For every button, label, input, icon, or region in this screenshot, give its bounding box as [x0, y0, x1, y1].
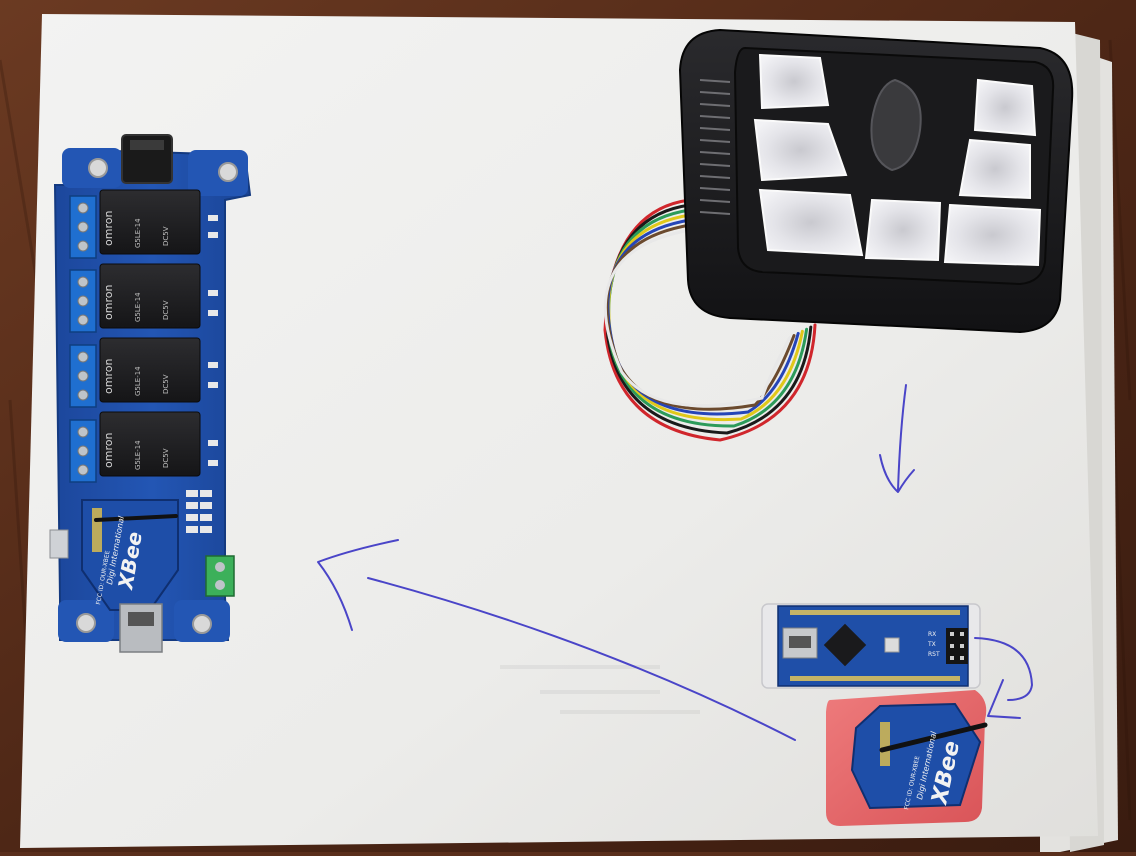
relay-4 — [99, 411, 201, 477]
remote-control — [603, 28, 1074, 442]
arrow-down-line — [897, 384, 907, 491]
remote-wires — [603, 198, 817, 442]
side-switch — [49, 529, 69, 559]
remote-logo-icon — [870, 78, 922, 172]
dc-jack-top — [130, 140, 164, 150]
icsp-header — [946, 628, 968, 664]
mini-usb-opening — [128, 612, 154, 626]
paper-ghost-text — [500, 665, 700, 714]
arrow-loop — [974, 637, 1033, 701]
screw-terminals — [69, 195, 97, 483]
relay-voltage-text: DC5V — [162, 300, 170, 320]
arduino-pins — [790, 610, 960, 681]
relay-voltage-text: DC5V — [162, 374, 170, 394]
remote-button[interactable] — [943, 203, 1042, 267]
relay-brand-text: omron — [102, 433, 115, 468]
relay-3 — [99, 337, 201, 403]
relay-brand-text: omron — [102, 359, 115, 394]
mount-hole-icon — [218, 162, 238, 182]
arrow-loop-head — [987, 679, 1021, 719]
mini-usb-port — [119, 603, 163, 653]
remote-buttons — [753, 53, 1042, 267]
mount-hole-icon — [76, 613, 96, 633]
mount-hole-icon — [88, 158, 108, 178]
hand-drawn-arrows — [317, 384, 1033, 741]
arduino-pin-labels: RX TX RST — [927, 631, 940, 658]
remote-button[interactable] — [864, 198, 942, 262]
relay-1 — [99, 189, 201, 255]
relay-brand-text: omron — [102, 285, 115, 320]
arrow-down-head — [879, 454, 915, 493]
wood-grain — [0, 39, 1132, 821]
relay-voltage-text: DC5V — [162, 226, 170, 246]
smd-components — [186, 215, 218, 533]
wire-7 — [603, 228, 792, 408]
arrow-long-line — [367, 577, 796, 741]
antenna-wire-icon — [879, 722, 988, 753]
remote-button[interactable] — [958, 138, 1031, 200]
pin-label-tx: TX — [927, 641, 936, 648]
relay-model-text: G5LE-14 — [134, 440, 142, 470]
xbee-remote-on-foam: XBee Digi International FCC ID: OUR-XBEE — [826, 690, 988, 826]
relay-2 — [99, 263, 201, 329]
remote-button[interactable] — [758, 53, 830, 110]
relay-model-text: G5LE-14 — [134, 292, 142, 322]
pin-label-rst: RST — [928, 651, 940, 658]
relay-brand-text: omron — [102, 211, 115, 246]
arduino-pcb — [777, 605, 969, 687]
relay-voltage-text: DC5V — [162, 448, 170, 468]
arduino-nano: RX TX RST — [761, 603, 981, 689]
remote-button[interactable] — [758, 188, 864, 257]
remote-button[interactable] — [973, 78, 1037, 137]
relay-model-text: G5LE-14 — [134, 366, 142, 396]
arrow-long-head — [317, 539, 399, 631]
relay-ear-tr — [188, 150, 248, 196]
pin-label-rx: RX — [928, 631, 936, 638]
remote-button[interactable] — [753, 118, 848, 182]
xbee-module-relay: XBee Digi International FCC ID: OUR-XBEE — [81, 499, 179, 611]
reset-button[interactable] — [884, 637, 900, 653]
relay-model-text: G5LE-14 — [134, 218, 142, 248]
remote-grip — [699, 79, 731, 215]
antenna-wire-icon — [94, 514, 178, 522]
mount-hole-icon — [192, 614, 212, 634]
